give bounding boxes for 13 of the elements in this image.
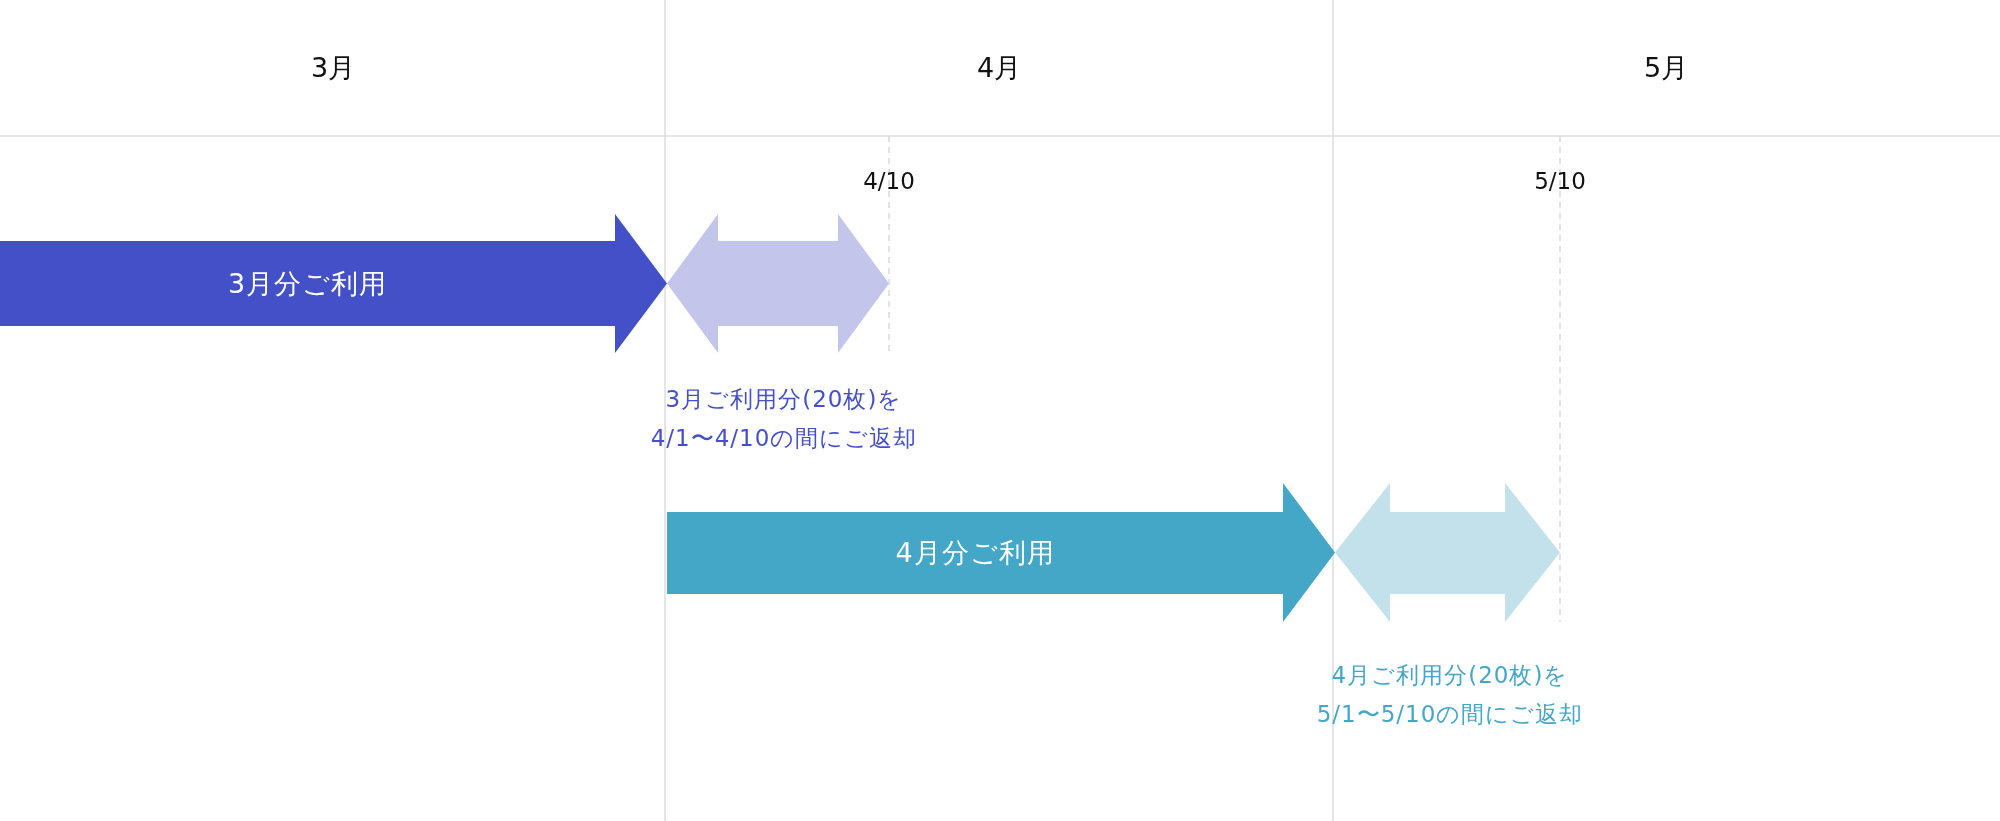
double-arrow-shape	[667, 214, 889, 353]
month-heading: 5月	[1643, 51, 1689, 85]
arrow-label: 4月分ご利用	[895, 535, 1055, 570]
arrow-shape	[667, 483, 1335, 622]
node-label: 3月ご利用分(20枚)を4/1〜4/10の間にご返却	[649, 385, 919, 453]
month-heading: 4月	[976, 51, 1022, 85]
date-label: 4/10	[863, 168, 915, 194]
arrow-shape	[0, 214, 667, 353]
node-label: 4月ご利用分(20枚)を5/1〜5/10の間にご返却	[1315, 661, 1585, 729]
arrow-label: 3月分ご利用	[227, 266, 388, 301]
month-heading: 3月	[310, 51, 356, 85]
double-arrow-shape	[1335, 483, 1560, 622]
date-label: 5/10	[1534, 168, 1586, 194]
